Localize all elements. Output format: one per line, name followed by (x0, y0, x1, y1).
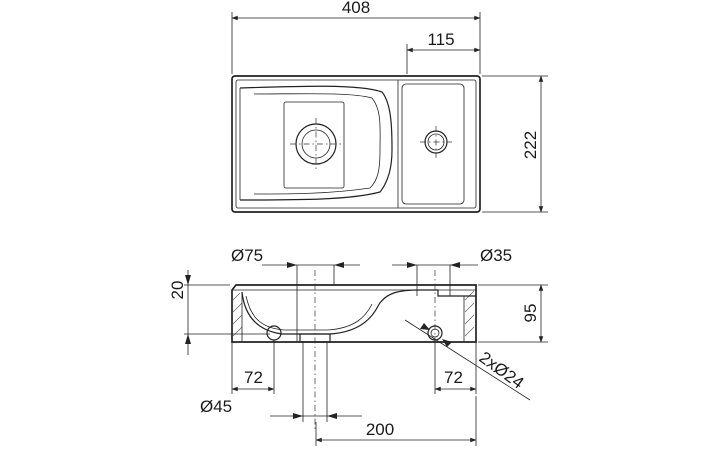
section-hatch (232, 290, 475, 337)
tap-deck-outline (401, 83, 465, 205)
drain-icon (290, 118, 342, 170)
dim-height: 95 (521, 304, 540, 323)
leader-overflow-holes (404, 319, 531, 401)
bowl-inner-outline (253, 93, 381, 195)
dim-left-hole-offset: 72 (244, 368, 263, 387)
side-view: Ø75 Ø35 20 95 72 72 2xØ24 (168, 246, 548, 446)
dim-drain-diameter: Ø75 (231, 246, 263, 265)
dim-right-hole-offset: 72 (444, 368, 463, 387)
tap-hole-icon (420, 126, 452, 158)
bowl-floor (283, 101, 345, 189)
dim-tap-deck-width: 115 (427, 30, 454, 49)
dim-overall-width: 408 (342, 0, 370, 17)
basin-outline-top (231, 75, 481, 213)
dim-rim-height: 20 (168, 281, 187, 300)
bowl-section-curve (241, 289, 476, 335)
basin-profile-side (231, 284, 477, 343)
bowl-outline (239, 85, 393, 201)
basin-rim-inner-top (235, 79, 477, 209)
dim-depth: 222 (521, 131, 540, 159)
top-view: 408 115 222 (231, 0, 548, 213)
dim-drain-position: 200 (366, 420, 394, 439)
dim-waste-diameter: Ø45 (200, 397, 232, 416)
dim-tap-hole-diameter: Ø35 (480, 246, 512, 265)
